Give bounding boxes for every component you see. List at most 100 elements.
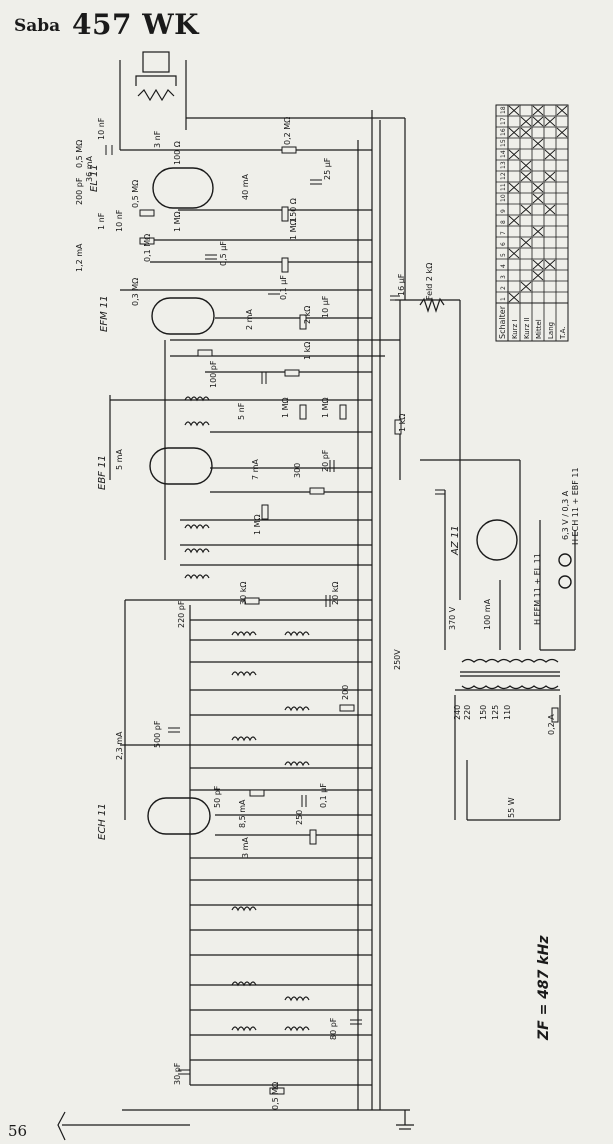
tube-el11	[152, 167, 214, 209]
switch-closed-mark	[520, 281, 532, 292]
switch-closed-mark	[532, 270, 544, 281]
capacitor-label: 500 pF	[153, 720, 162, 748]
resistor-label: 30 kΩ	[239, 582, 248, 605]
capacitor-label: 220 pF	[177, 600, 186, 628]
resistor-label: 1 kΩ	[303, 342, 312, 360]
resistor-label: 20 kΩ	[331, 582, 340, 605]
tap-label: 125	[491, 705, 500, 720]
resistor-label: 0,5 MΩ	[271, 1082, 280, 1110]
components	[105, 145, 559, 1095]
switch-column-header: 5	[500, 253, 507, 257]
speaker-transformer	[137, 88, 175, 102]
switch-closed-mark	[556, 127, 568, 138]
capacitor-label: 200 pF	[75, 177, 84, 205]
switch-closed-mark	[508, 215, 520, 226]
resistor-label: 1 MΩ	[253, 514, 262, 535]
if-frequency-label: ZF = 487 kHz	[536, 935, 552, 1041]
switch-closed-mark	[532, 182, 544, 193]
switch-closed-mark	[532, 226, 544, 237]
switch-closed-mark	[544, 149, 556, 160]
switch-closed-mark	[556, 105, 568, 116]
current-label: 8,5 mA	[238, 799, 247, 828]
capacitor-label: 0,5 µF	[219, 241, 228, 266]
current-label: 2 mA	[245, 309, 254, 330]
capacitor-label: 10 nF	[97, 117, 106, 140]
switch-column-header: 2	[500, 286, 507, 290]
dial-lamp-label: 6,3 V / 0,3 A	[561, 490, 570, 540]
capacitor-label: 3 nF	[153, 130, 162, 148]
switch-closed-mark	[520, 116, 532, 127]
switch-closed-mark	[508, 182, 520, 193]
capacitor-label: 1 nF	[97, 212, 106, 230]
current-label: 40 mA	[241, 173, 250, 200]
switch-closed-mark	[508, 292, 520, 303]
current-label: 1,2 mA	[75, 243, 84, 272]
switch-row-label: Lang	[547, 322, 555, 339]
switch-closed-mark	[508, 127, 520, 138]
resistor-label: 150 Ω	[289, 198, 298, 222]
switch-table-header: Schalter	[498, 305, 507, 339]
resistor-label: 0,2 MΩ	[283, 117, 292, 145]
tube-label-az11: AZ 11	[450, 525, 461, 556]
field-coil	[419, 297, 445, 313]
switch-column-header: 14	[500, 150, 507, 158]
switch-row-label: Kurz II	[523, 317, 531, 339]
power-transformer-primary	[461, 685, 559, 690]
switch-column-header: 10	[500, 194, 507, 202]
heater-note-2: H EFM 11 + EL 11	[533, 553, 542, 625]
tube-label-el11: EL 11	[89, 164, 100, 192]
switch-closed-mark	[544, 259, 556, 270]
capacitor-label: 5 nF	[237, 402, 246, 420]
resistor-label: 0,1 MΩ	[143, 234, 152, 262]
current-label: 3 mA	[241, 837, 250, 858]
b-plus-voltage: 250V	[393, 649, 402, 670]
resistor-label: 0,5 MΩ	[75, 140, 84, 168]
switch-row-label: Kurz I	[511, 319, 519, 339]
current-label: 36 mA	[85, 155, 94, 182]
resistor-label: 100 Ω	[173, 141, 182, 165]
switch-column-header: 6	[500, 242, 507, 246]
capacitor-label: 20 pF	[321, 449, 330, 472]
resistor-label: 0,5 MΩ	[131, 180, 140, 208]
resistor-label: 250	[295, 810, 304, 825]
switch-closed-mark	[544, 116, 556, 127]
switch-closed-mark	[544, 171, 556, 182]
tap-label: 240	[453, 705, 462, 720]
current-label: 7 mA	[251, 459, 260, 480]
trafo-hv-voltage: 370 V	[448, 606, 457, 630]
antenna-symbol	[57, 1111, 66, 1141]
tube-label-ech11: ECH 11	[97, 803, 108, 840]
tube-ech11	[147, 797, 211, 835]
field-coil-label: Feld 2 kΩ	[425, 263, 434, 300]
switch-column-header: 9	[500, 209, 507, 213]
resistor-label: 1 kΩ	[398, 414, 407, 432]
switch-closed-mark	[508, 149, 520, 160]
capacitor-label: 80 pF	[329, 1017, 338, 1040]
switch-column-header: 3	[500, 275, 507, 279]
switch-column-header: 16	[500, 128, 507, 136]
switch-column-header: 8	[500, 220, 507, 224]
resistor-label: 300	[293, 463, 302, 478]
capacitor-label: 10 nF	[115, 209, 124, 232]
switch-closed-mark	[532, 105, 544, 116]
tube-ebf11	[149, 447, 213, 485]
tube-efm11	[151, 297, 215, 335]
switch-closed-mark	[532, 193, 544, 204]
dial-lamp-1	[558, 553, 572, 567]
capacitor-label: 10 µF	[321, 295, 330, 318]
dial-lamp-2	[558, 575, 572, 589]
tube-az11	[476, 519, 518, 561]
coils	[184, 297, 560, 1032]
switch-column-header: 13	[500, 161, 507, 169]
switch-closed-mark	[520, 160, 532, 171]
capacitor-label: 25 µF	[323, 157, 332, 180]
resistor-label: 1 MΩ	[289, 219, 298, 240]
resistor-label: 200	[341, 685, 350, 700]
switch-column-header: 11	[500, 183, 507, 191]
switch-closed-mark	[532, 259, 544, 270]
tap-label: 110	[503, 705, 512, 720]
switch-closed-mark	[508, 248, 520, 259]
tubes	[147, 167, 572, 835]
switch-column-header: 18	[500, 106, 507, 114]
